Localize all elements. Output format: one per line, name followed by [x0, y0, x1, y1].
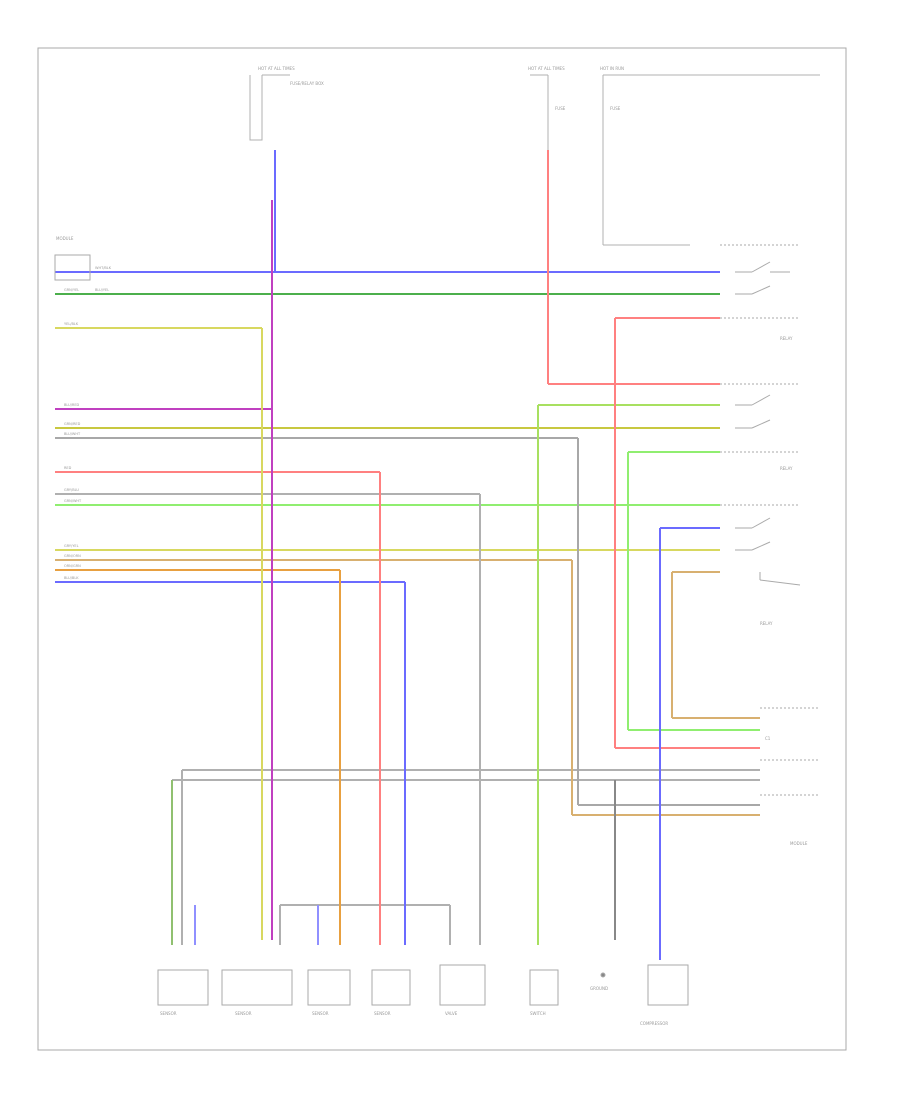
component-box-5: [439, 964, 486, 1006]
connector-note: C1: [765, 736, 771, 741]
fuse-mid-label: HOT AT ALL TIMES: [528, 66, 565, 71]
vertical-wires: [171, 150, 673, 960]
component-label-7: GROUND: [590, 986, 608, 991]
component-box-3: [307, 969, 351, 1006]
wire-label-8: GRY/BLU: [64, 488, 79, 492]
top-fuse-leads: [249, 74, 820, 246]
wire-label-11: GRN/ORN: [64, 554, 81, 558]
module-right-label: MODULE: [790, 841, 808, 846]
wire-label-6: BLU/WHT: [64, 432, 81, 436]
left-module-box: [54, 254, 91, 281]
wire-label-7: RED: [64, 466, 72, 470]
fuse-left-note: FUSE/RELAY BOX: [290, 81, 324, 86]
relay-label-2: RELAY: [780, 466, 793, 471]
wire-label-13: BLU/BLK: [64, 576, 79, 580]
component-label-1: SENSOR: [160, 1011, 177, 1016]
fuse-mid-note: FUSE: [555, 106, 566, 111]
wire-label-10: GRY/YEL: [64, 544, 79, 548]
wire-label-1: BLU/YEL: [95, 288, 109, 292]
relay-switches: [720, 244, 820, 796]
bottom-components: [157, 964, 689, 1006]
component-label-5: VALVE: [445, 1011, 458, 1016]
component-box-7: [647, 964, 689, 1006]
fuse-right-label: HOT IN RUN: [600, 66, 624, 71]
wire-label-5: GRN/RED: [64, 422, 81, 426]
component-label-6: SWITCH: [530, 1011, 546, 1016]
right-labels: RELAY RELAY RELAY MODULE C1: [760, 336, 808, 846]
wire-label-9: GRN/WHT: [64, 499, 82, 503]
top-labels: HOT AT ALL TIMES FUSE/RELAY BOX HOT AT A…: [258, 66, 624, 111]
relay-label-1: RELAY: [780, 336, 793, 341]
ground-symbol: [600, 972, 606, 978]
component-box-6: [529, 969, 559, 1006]
fuse-left-label: HOT AT ALL TIMES: [258, 66, 295, 71]
wire-label-12: ORN/GRN: [64, 564, 81, 568]
wire-label-2: GRN/YEL: [64, 288, 79, 292]
left-wire-labels: WHT/BLK BLU/YEL GRN/YEL YEL/BLK BLU/RED …: [64, 266, 112, 580]
bottom-labels: SENSOR SENSOR SENSOR SENSOR VALVE SWITCH…: [160, 986, 668, 1026]
component-label-8: COMPRESSOR: [640, 1021, 668, 1026]
fuse-right-note: FUSE: [610, 106, 621, 111]
component-label-4: SENSOR: [374, 1011, 391, 1016]
component-label-2: SENSOR: [235, 1011, 252, 1016]
wire-label-3: YEL/BLK: [64, 322, 79, 326]
horizontal-wires: [55, 271, 760, 906]
left-module-title: MODULE: [56, 236, 74, 241]
diagram-frame: [37, 47, 847, 1051]
component-box-2: [221, 969, 293, 1006]
wire-label-0: WHT/BLK: [95, 266, 112, 270]
component-box-1: [157, 969, 209, 1006]
wire-label-4: BLU/RED: [64, 403, 80, 407]
component-box-4: [371, 969, 411, 1006]
relay-label-3: RELAY: [760, 621, 773, 626]
component-label-3: SENSOR: [312, 1011, 329, 1016]
